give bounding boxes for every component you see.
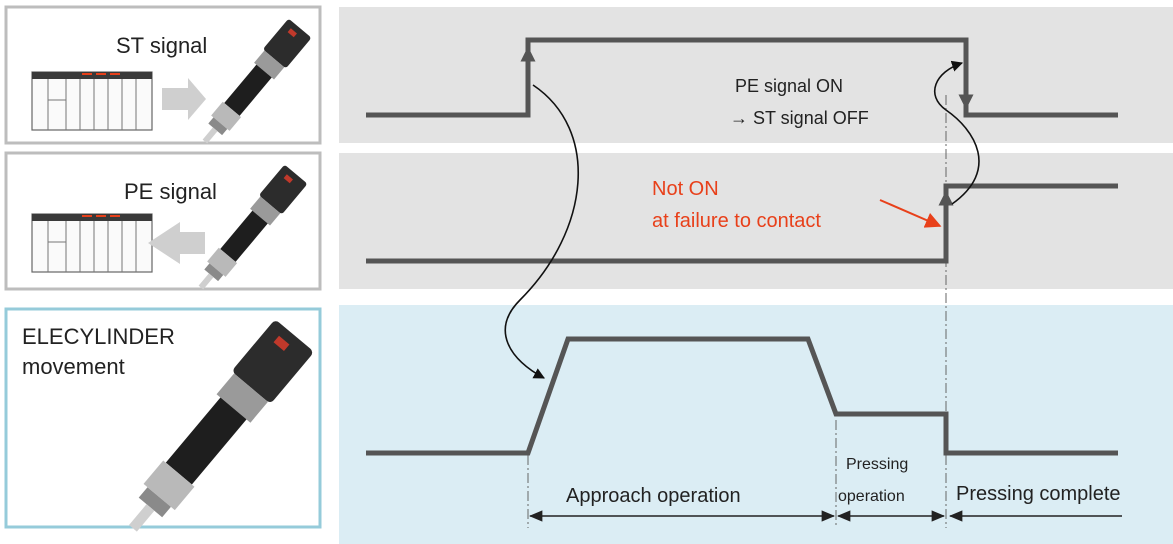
pe-signal-waveform xyxy=(366,183,1118,264)
not-on-annotation-line1: Not ON xyxy=(652,178,719,200)
movement-label-line2: movement xyxy=(22,354,125,379)
complete-phase-label: Pressing complete xyxy=(956,483,1121,505)
failure-pointer-arrow xyxy=(879,199,942,228)
approach-phase-label: Approach operation xyxy=(566,485,741,507)
movement-waveform xyxy=(366,336,1118,456)
pressing-phase-label-line2: operation xyxy=(838,488,905,505)
st-signal-panel: ST signal xyxy=(4,5,322,152)
pe-signal-label: PE signal xyxy=(124,179,217,204)
movement-band xyxy=(339,305,1173,544)
pe-on-annotation-line1: PE signal ON xyxy=(735,76,843,96)
pe-to-st-arrow xyxy=(934,60,980,205)
movement-label-line1: ELECYLINDER xyxy=(22,324,175,349)
st-to-movement-arrow xyxy=(504,84,580,379)
not-on-annotation-line2: at failure to contact xyxy=(652,210,821,232)
pressing-phase-label-line1: Pressing xyxy=(846,456,908,473)
pe-on-annotation-line2: → ST signal OFF xyxy=(730,108,869,128)
st-signal-waveform xyxy=(366,37,1118,118)
st-signal-band xyxy=(339,7,1173,143)
st-signal-label: ST signal xyxy=(116,33,207,58)
plc-icon xyxy=(31,71,153,131)
arrow-left-icon xyxy=(148,222,205,264)
plc-icon xyxy=(31,213,153,273)
movement-panel: ELECYLINDER movement xyxy=(4,307,322,544)
reference-lines xyxy=(527,95,947,528)
pe-signal-panel: PE signal xyxy=(4,151,322,298)
arrow-right-icon xyxy=(162,78,206,120)
pe-signal-band xyxy=(339,153,1173,289)
